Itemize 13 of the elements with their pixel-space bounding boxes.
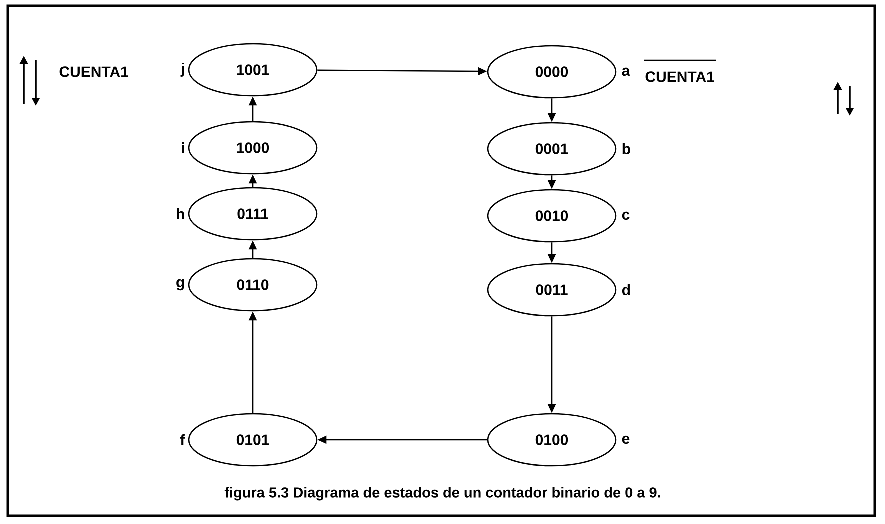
signal-label: CUENTA1 [60, 66, 128, 78]
state-letter: a [622, 68, 630, 76]
state-letter: f [180, 434, 186, 446]
state-letter: i [182, 142, 184, 154]
state-letter: e [622, 436, 630, 444]
state-letter: h [177, 208, 184, 220]
signal-label: CUENTA1 [646, 72, 714, 82]
state-letter: g [176, 279, 184, 291]
state-letter: c [622, 212, 630, 220]
state-letter: j [180, 63, 184, 77]
caption: figura 5.3 Diagrama de estados de un contador binario de 0 a 9. [224, 487, 660, 501]
state-letter: d [622, 284, 630, 296]
state-letter: b [622, 143, 630, 154]
